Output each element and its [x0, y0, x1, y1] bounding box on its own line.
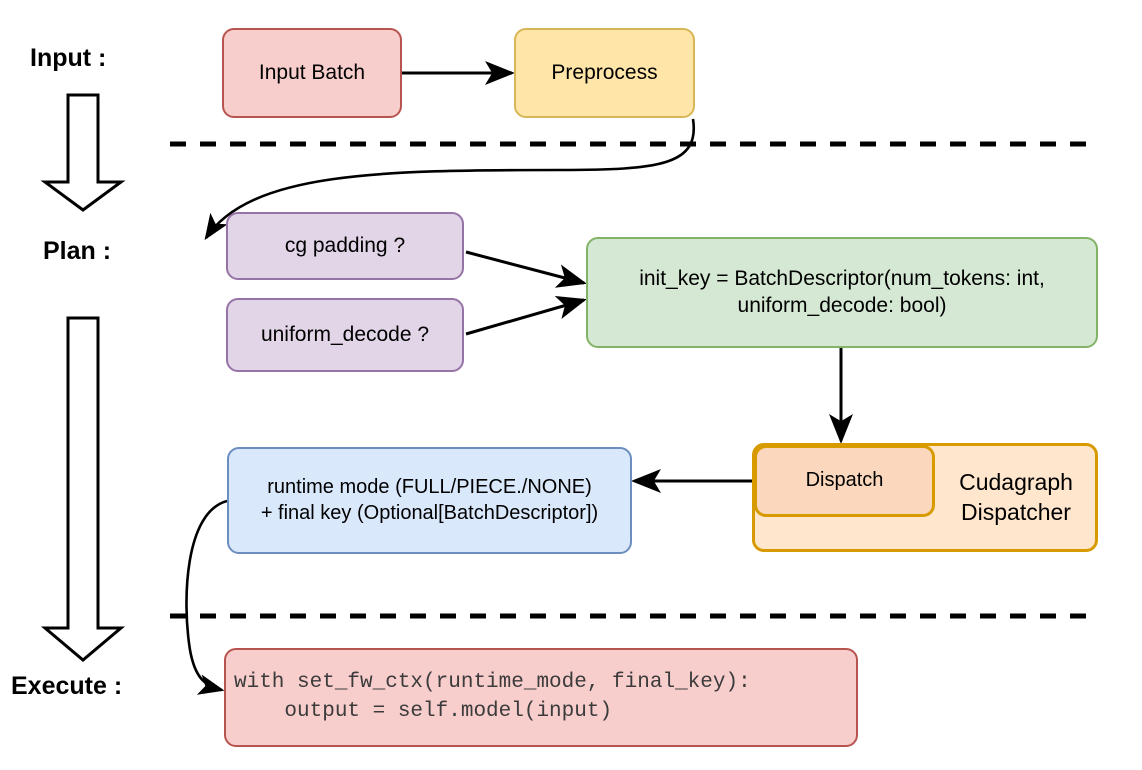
- connector-uniformdecode-to-initkey: [465, 295, 587, 336]
- node-init-key[interactable]: init_key = BatchDescriptor(num_tokens: i…: [586, 237, 1098, 348]
- connector-runtimemode-to-code: [185, 499, 228, 695]
- cudagraph-label-line1: Cudagraph: [959, 468, 1073, 495]
- plan-to-execute-arrow: [40, 316, 126, 662]
- node-uniform-decode[interactable]: uniform_decode ?: [226, 298, 464, 372]
- node-cg-padding[interactable]: cg padding ?: [226, 212, 464, 280]
- node-runtime-mode[interactable]: runtime mode (FULL/PIECE./NONE) + final …: [227, 447, 632, 554]
- node-runtime-mode-line1: runtime mode (FULL/PIECE./NONE): [267, 475, 592, 498]
- stage-label-execute: Execute :: [11, 672, 123, 700]
- node-code-block[interactable]: with set_fw_ctx(runtime_mode, final_key)…: [224, 648, 858, 747]
- node-init-key-line1: init_key = BatchDescriptor(num_tokens: i…: [639, 266, 1045, 290]
- node-input-batch[interactable]: Input Batch: [222, 28, 402, 118]
- node-init-key-line2: uniform_decode: bool): [737, 293, 947, 317]
- code-line-1: with set_fw_ctx(runtime_mode, final_key)…: [234, 671, 751, 695]
- connector-cgpadding-to-initkey: [465, 250, 587, 288]
- stage-label-input: Input :: [30, 44, 107, 72]
- code-line-2: output = self.model(input): [234, 699, 613, 723]
- node-dispatch[interactable]: Dispatch: [754, 445, 935, 517]
- cudagraph-label-line2: Dispatcher: [961, 498, 1071, 525]
- connector-preprocess-to-cgpadding: [204, 118, 696, 241]
- stage-label-plan: Plan :: [43, 237, 112, 265]
- node-cudagraph-dispatcher-label: Cudagraph Dispatcher: [938, 455, 1094, 540]
- input-to-plan-arrow: [40, 93, 126, 212]
- node-preprocess[interactable]: Preprocess: [514, 28, 695, 118]
- node-runtime-mode-line2: + final key (Optional[BatchDescriptor]): [260, 501, 599, 524]
